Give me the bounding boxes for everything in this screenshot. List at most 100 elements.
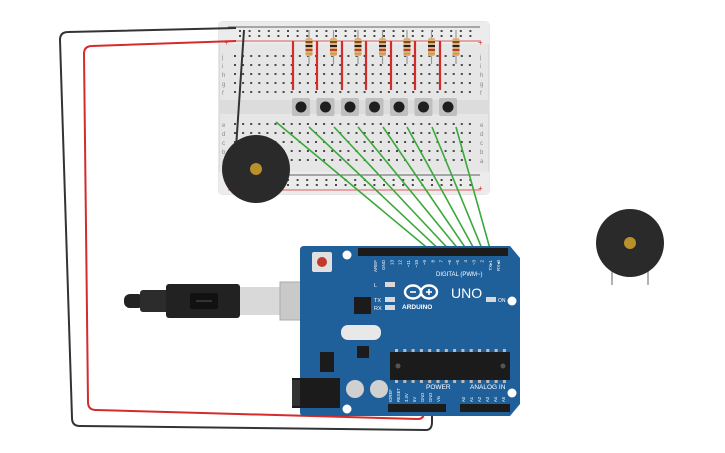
breadboard-hole[interactable] <box>347 55 350 57</box>
breadboard-hole[interactable] <box>234 132 236 134</box>
breadboard-hole[interactable] <box>428 159 431 161</box>
breadboard-hole[interactable] <box>298 159 301 161</box>
breadboard-hole[interactable] <box>258 55 261 57</box>
breadboard-hole[interactable] <box>250 82 253 84</box>
breadboard-hole[interactable] <box>428 141 431 143</box>
rail-hole[interactable] <box>440 179 443 181</box>
rail-hole[interactable] <box>354 35 357 37</box>
breadboard-hole[interactable] <box>290 55 293 57</box>
breadboard-hole[interactable] <box>468 132 471 134</box>
breadboard-hole[interactable] <box>444 132 447 134</box>
rail-hole[interactable] <box>392 184 395 186</box>
rail-hole[interactable] <box>450 30 453 32</box>
breadboard-hole[interactable] <box>396 64 398 66</box>
rail-hole[interactable] <box>335 35 337 37</box>
breadboard-hole[interactable] <box>468 141 471 143</box>
breadboard-hole[interactable] <box>347 150 350 152</box>
red-power-wire[interactable] <box>82 40 425 421</box>
breadboard-hole[interactable] <box>412 141 415 143</box>
breadboard-hole[interactable] <box>412 64 415 66</box>
breadboard-hole[interactable] <box>436 73 439 75</box>
pushbutton[interactable] <box>341 98 359 116</box>
resistor[interactable] <box>452 30 460 64</box>
breadboard-hole[interactable] <box>274 123 277 125</box>
breadboard-hole[interactable] <box>428 64 431 66</box>
rail-hole[interactable] <box>402 35 405 37</box>
breadboard-hole[interactable] <box>460 123 463 125</box>
breadboard-hole[interactable] <box>396 73 398 75</box>
breadboard-hole[interactable] <box>290 64 293 66</box>
rail-hole[interactable] <box>315 30 318 32</box>
breadboard-hole[interactable] <box>468 64 471 66</box>
breadboard-hole[interactable] <box>468 55 471 57</box>
breadboard-hole[interactable] <box>363 141 366 143</box>
breadboard-hole[interactable] <box>396 91 398 93</box>
breadboard-hole[interactable] <box>404 141 407 143</box>
rail-hole[interactable] <box>411 184 414 186</box>
breadboard-hole[interactable] <box>339 141 342 143</box>
buzzer-ground-wire[interactable] <box>235 29 245 149</box>
breadboard-hole[interactable] <box>452 141 455 143</box>
breadboard-hole[interactable] <box>468 123 471 125</box>
rail-hole[interactable] <box>344 184 347 186</box>
rail-hole[interactable] <box>383 35 385 37</box>
breadboard-hole[interactable] <box>420 64 423 66</box>
rail-hole[interactable] <box>450 184 453 186</box>
rail-hole[interactable] <box>373 184 376 186</box>
rail-hole[interactable] <box>344 30 347 32</box>
breadboard-hole[interactable] <box>323 82 326 84</box>
breadboard-hole[interactable] <box>331 64 334 66</box>
breadboard-hole[interactable] <box>274 132 277 134</box>
breadboard-hole[interactable] <box>355 82 358 84</box>
breadboard-hole[interactable] <box>396 132 398 134</box>
breadboard-hole[interactable] <box>323 55 326 57</box>
breadboard-hole[interactable] <box>412 123 415 125</box>
breadboard-hole[interactable] <box>355 141 358 143</box>
rail-hole[interactable] <box>459 30 462 32</box>
breadboard-hole[interactable] <box>282 141 285 143</box>
breadboard-hole[interactable] <box>444 55 447 57</box>
breadboard-hole[interactable] <box>298 123 301 125</box>
breadboard-hole[interactable] <box>331 73 334 75</box>
breadboard-hole[interactable] <box>428 55 431 57</box>
breadboard-hole[interactable] <box>404 132 407 134</box>
breadboard-hole[interactable] <box>468 159 471 161</box>
breadboard-hole[interactable] <box>396 55 398 57</box>
rail-hole[interactable] <box>373 179 376 181</box>
rail-hole[interactable] <box>248 30 251 32</box>
rail-hole[interactable] <box>373 30 376 32</box>
breadboard-hole[interactable] <box>306 82 309 84</box>
rail-hole[interactable] <box>402 30 405 32</box>
rail-hole[interactable] <box>411 179 414 181</box>
pushbutton[interactable] <box>316 98 335 116</box>
breadboard-hole[interactable] <box>387 64 390 66</box>
breadboard-hole[interactable] <box>363 123 366 125</box>
breadboard-hole[interactable] <box>347 64 350 66</box>
breadboard-hole[interactable] <box>315 159 317 161</box>
rail-hole[interactable] <box>267 30 270 32</box>
resistor[interactable] <box>428 30 435 64</box>
breadboard-hole[interactable] <box>266 91 269 93</box>
breadboard-hole[interactable] <box>420 91 423 93</box>
breadboard-hole[interactable] <box>323 64 326 66</box>
rail-hole[interactable] <box>421 179 424 181</box>
breadboard-hole[interactable] <box>420 73 423 75</box>
breadboard-hole[interactable] <box>420 82 423 84</box>
breadboard-hole[interactable] <box>396 82 398 84</box>
breadboard-hole[interactable] <box>452 150 455 152</box>
breadboard-hole[interactable] <box>371 91 374 93</box>
green-signal-wires[interactable] <box>275 121 493 257</box>
breadboard-hole[interactable] <box>298 82 301 84</box>
pushbutton[interactable] <box>439 98 457 116</box>
rail-hole[interactable] <box>411 35 414 37</box>
breadboard-hole[interactable] <box>412 73 415 75</box>
breadboard-hole[interactable] <box>452 159 455 161</box>
resistor[interactable] <box>403 30 411 64</box>
rail-hole[interactable] <box>392 179 395 181</box>
breadboard-hole[interactable] <box>468 82 471 84</box>
breadboard-hole[interactable] <box>331 132 334 134</box>
breadboard-hole[interactable] <box>323 73 326 75</box>
breadboard-hole[interactable] <box>266 132 269 134</box>
piezo-buzzer-1[interactable] <box>222 135 290 203</box>
breadboard-hole[interactable] <box>282 91 285 93</box>
